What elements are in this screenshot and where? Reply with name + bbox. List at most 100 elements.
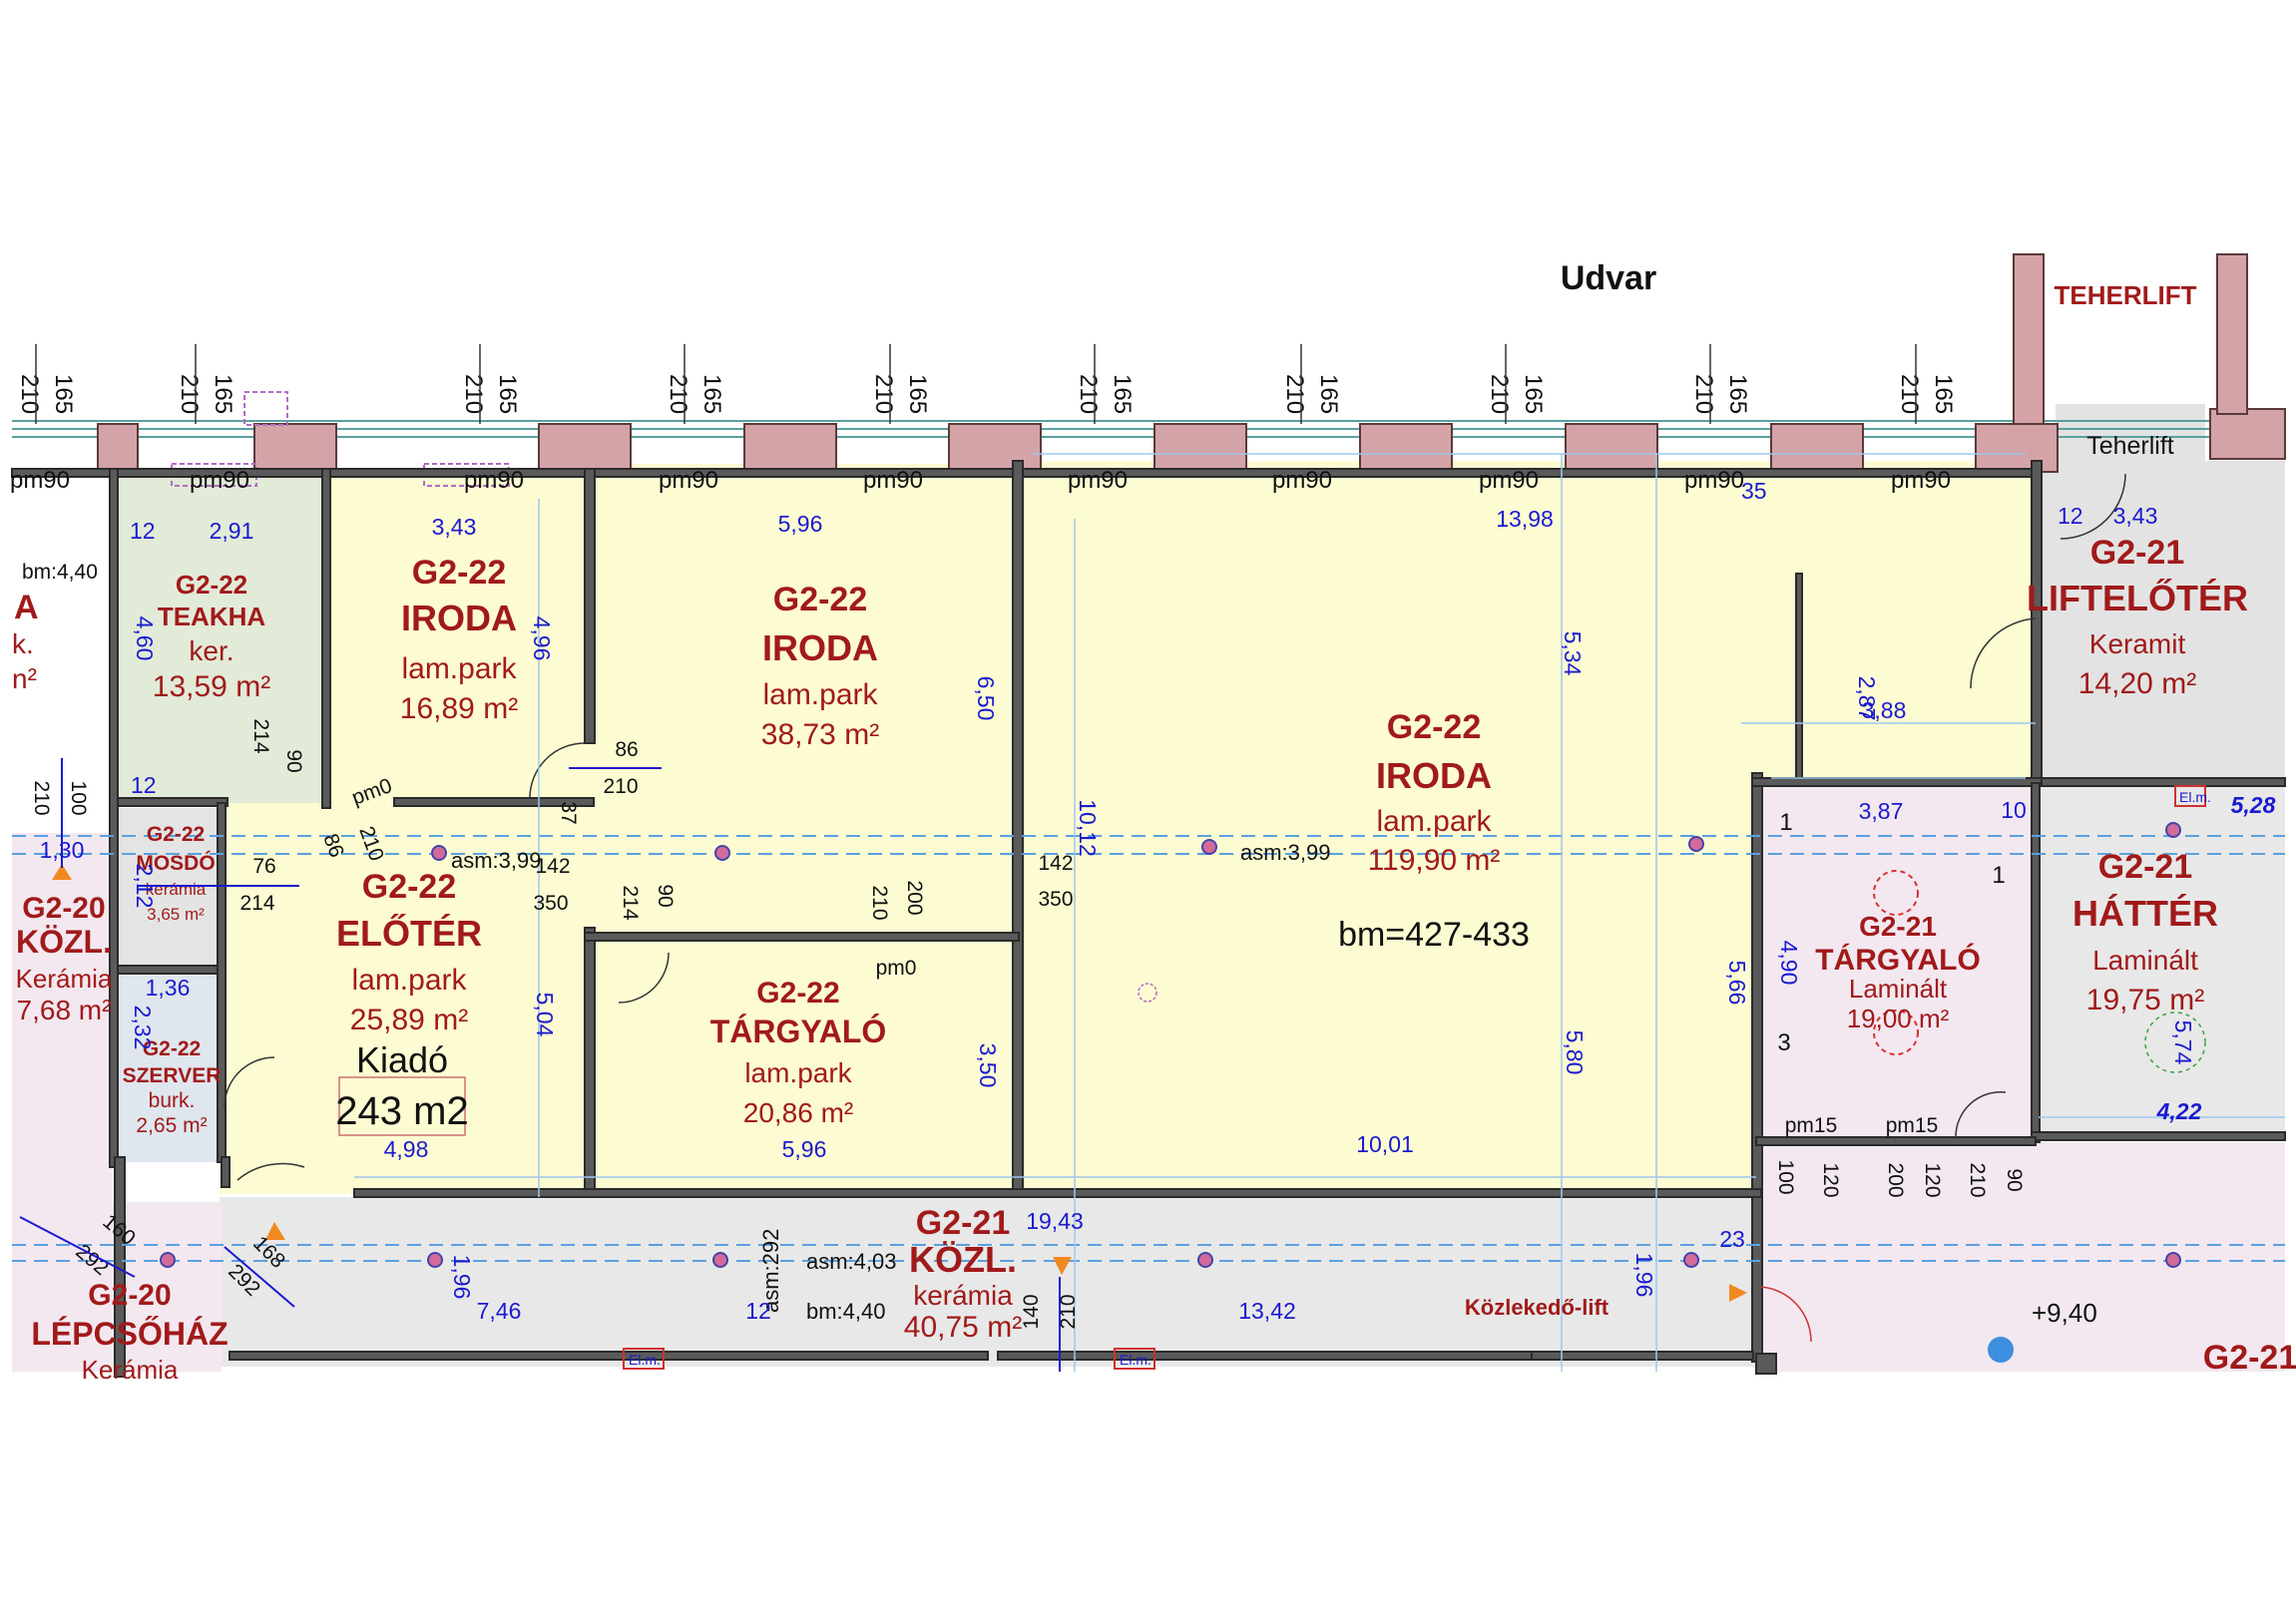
marker-8 [712, 1252, 728, 1268]
room-name: LIFTELŐTÉR [2027, 577, 2248, 618]
room-fills [12, 404, 2285, 1372]
kiado-box [338, 1076, 466, 1136]
window-dim-label: 210 [870, 374, 897, 414]
dim: 120 [1819, 1162, 1842, 1197]
window-dim-label: 165 [1109, 374, 1136, 414]
dim: 1 [1779, 809, 1792, 836]
marker-10 [1683, 1252, 1699, 1268]
crosshair-icon [1988, 1337, 2014, 1363]
window-pm-label: pm90 [863, 467, 923, 494]
window-dim-label: 210 [176, 374, 203, 414]
targyalo2-fill [1761, 783, 2041, 1142]
room-floor: ker. [189, 635, 233, 666]
dim: 1,36 [146, 975, 191, 1001]
room-area: 19,00 m² [1847, 1004, 1950, 1033]
room-floor: burk. [149, 1089, 196, 1112]
asm-1: asm:3,99 [451, 848, 542, 873]
room-area: 16,89 m² [400, 692, 518, 725]
dim: 5,96 [778, 511, 823, 537]
lower-right-fill [1756, 1142, 2285, 1372]
dim: 10,01 [1356, 1131, 1414, 1157]
window-pm-label: pm90 [1272, 467, 1332, 494]
dim: 5,04 [532, 993, 558, 1037]
blue-dimensions: 2,91 3,43 5,96 13,98 3,43 12 12 12 35 2,… [40, 478, 2276, 1324]
marker-1 [431, 845, 447, 861]
title-udvar: Udvar [1561, 259, 1656, 297]
dim: 2,32 [130, 1006, 156, 1050]
dim: 210 [1057, 1294, 1080, 1329]
dim: 4,60 [132, 616, 158, 661]
room-name: TEAKHA [158, 602, 266, 631]
dim: 5,28 [2231, 792, 2276, 818]
room-code: G2-22 [412, 554, 507, 592]
axis-lines [12, 453, 2285, 1372]
room-floor: lam.park [744, 1057, 852, 1088]
room-area: 3,65 m² [147, 905, 205, 924]
marker-3 [1201, 839, 1217, 855]
dim: 210 [30, 780, 53, 815]
room-code: G2-21 [2090, 534, 2185, 572]
room-name: ELŐTÉR [336, 912, 482, 954]
dim: 5,96 [782, 1136, 827, 1162]
elm-label-3: El.m. [1120, 1352, 1151, 1368]
dim: 76 [252, 855, 275, 878]
room-area: 19,75 m² [2086, 984, 2204, 1016]
window-pm-label: pm90 [1891, 467, 1951, 494]
dim: 100 [67, 780, 90, 815]
window-pm-label: pm90 [10, 467, 70, 494]
pier-3 [538, 423, 632, 473]
room-code: G2-22 [176, 570, 247, 600]
iroda1-fill [329, 471, 589, 803]
pier-10 [1975, 423, 2059, 473]
dim: 214 [619, 885, 642, 920]
room-floor: lam.park [762, 678, 878, 711]
corridor-fill [220, 1197, 1756, 1367]
left-partial-letter: A [14, 589, 39, 626]
dim: 37 [557, 801, 580, 824]
elm-box-2 [623, 1348, 665, 1370]
window-dim-label: 165 [494, 374, 521, 414]
door-iroda1 [529, 742, 586, 799]
kiado-area: 243 m2 [335, 1089, 468, 1133]
room-floor: Kerámia [16, 964, 113, 994]
teakha-fill [110, 471, 329, 803]
dim: 2,91 [210, 518, 254, 544]
window-dim-label: 165 [1315, 374, 1342, 414]
dashed-circle-3 [2144, 1012, 2206, 1073]
room-targyalo-1: G2-22 TÁRGYALÓ lam.park 20,86 m² [710, 977, 887, 1128]
window-pm-label: pm90 [659, 467, 718, 494]
dim: 5,80 [1562, 1030, 1588, 1075]
window-pm-label: pm90 [1068, 467, 1128, 494]
room-mosdo: G2-22 MOSDÓ kerámia 3,65 m² [136, 823, 215, 924]
dim: 90 [282, 749, 305, 772]
room-name: IRODA [1376, 755, 1492, 796]
dim: pm15 [1785, 1114, 1838, 1137]
room-hatter: G2-21 HÁTTÉR Laminált 19,75 m² [2072, 848, 2218, 1016]
door-lift [2060, 473, 2126, 540]
room-name: LÉPCSŐHÁZ [31, 1316, 228, 1352]
dim: 12 [745, 1298, 771, 1324]
szerver-fill [118, 973, 220, 1162]
pier-4 [743, 423, 837, 473]
door-liftelo [1970, 617, 2037, 689]
room-lepcsohaz: G2-20 LÉPCSŐHÁZ Kerámia [31, 1279, 228, 1385]
room-area: 38,73 m² [761, 718, 879, 751]
dim: 10 [2001, 797, 2027, 823]
dim: 1,96 [449, 1255, 475, 1300]
window-dim-label: 210 [1896, 374, 1923, 414]
door-right [1760, 1286, 1812, 1343]
facade [12, 253, 2286, 487]
dim: 12 [130, 518, 156, 544]
elm-label-2: El.m. [629, 1352, 661, 1368]
window-dim-label: 210 [1486, 374, 1513, 414]
pier-8 [1565, 423, 1658, 473]
door-szerver [224, 1056, 275, 1108]
room-name: IRODA [762, 627, 878, 668]
room-kozl-corridor: G2-21 KÖZL. kerámia 40,75 m² [904, 1204, 1022, 1344]
dim: 35 [1741, 478, 1767, 504]
dim: 210 [603, 775, 638, 798]
room-area: 40,75 m² [904, 1311, 1022, 1344]
room-code: G2-20 [22, 892, 105, 925]
level-mark: +9,40 [2032, 1298, 2097, 1328]
door-lines [19, 758, 1061, 1372]
